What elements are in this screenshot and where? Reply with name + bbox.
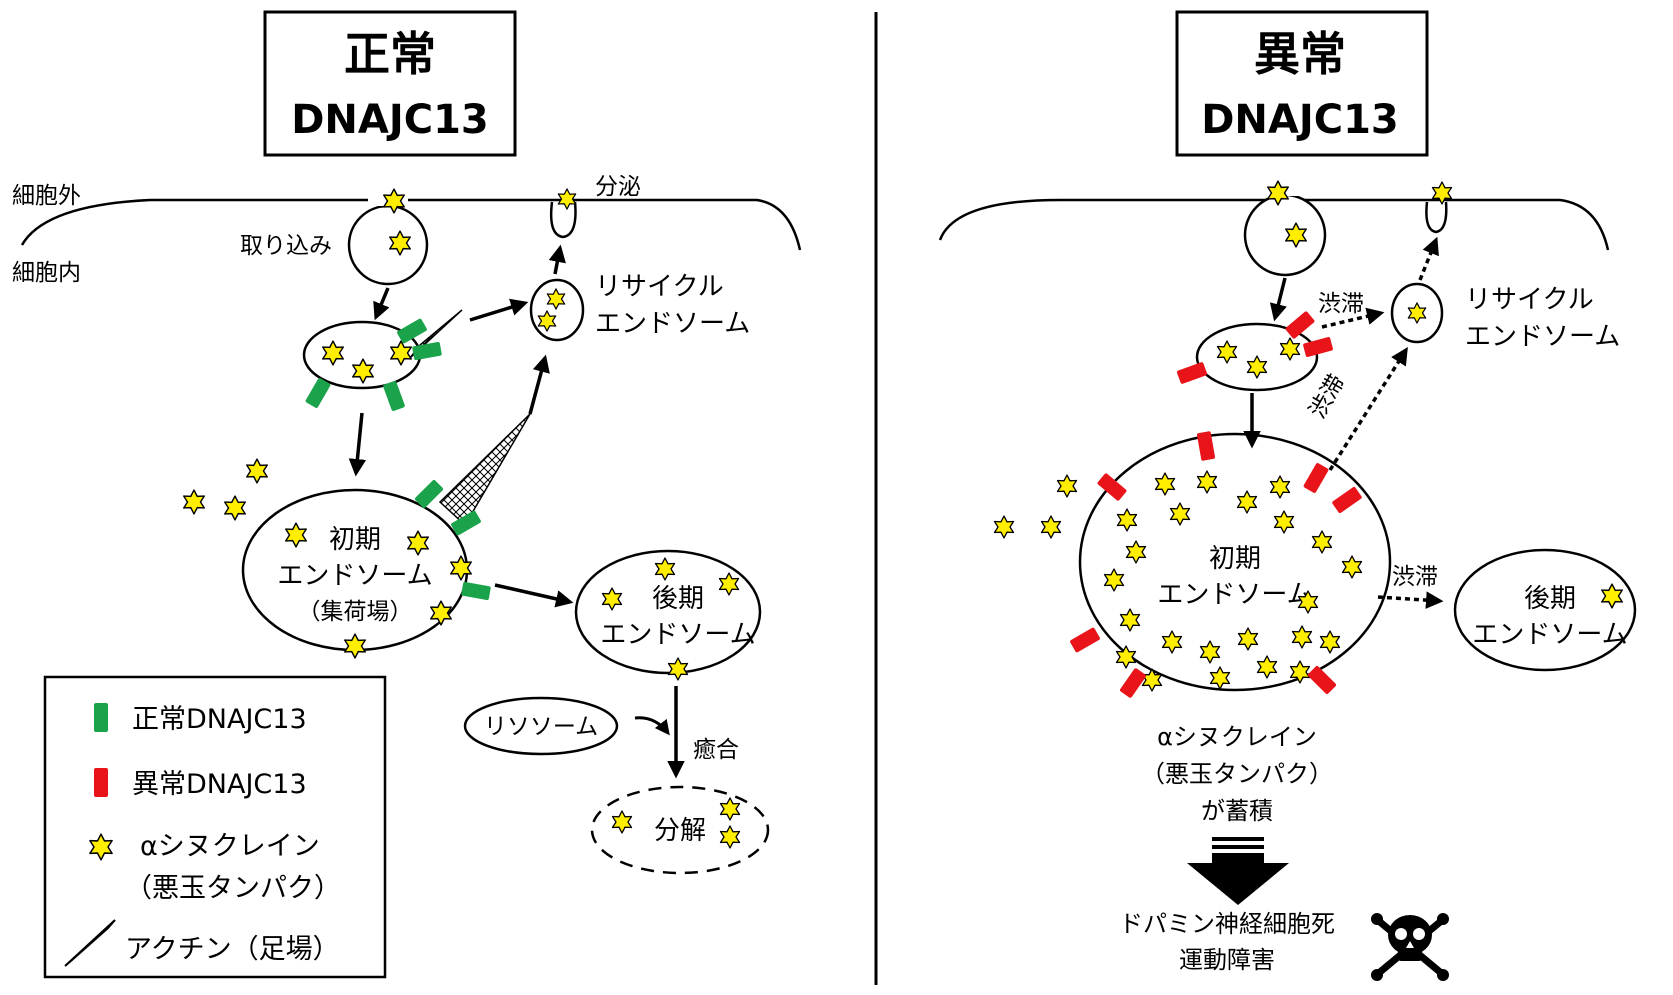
outcome-label-line2: 運動障害 xyxy=(1179,946,1275,974)
left-late-label-line2: エンドソーム xyxy=(600,620,755,650)
down-arrow-icon xyxy=(1187,837,1289,905)
arrow-early-to-late xyxy=(494,583,574,608)
arrow-lysosome-fusion xyxy=(634,716,670,736)
arrow-actin-to-recycling xyxy=(528,354,550,415)
abnormal-dnajc13-marker xyxy=(1285,311,1315,339)
left-early-label-line3: （集荷場） xyxy=(298,599,413,625)
normal-dnajc13-marker xyxy=(397,318,427,344)
right-recycling-label-line1: リサイクル xyxy=(1465,285,1594,315)
accumulation-label-line2: （悪玉タンパク） xyxy=(1141,760,1333,788)
stagnation-label-top: 渋滞 xyxy=(1318,291,1364,317)
right-recycling-label-line2: エンドソーム xyxy=(1465,322,1620,352)
left-early-label-line1: 初期 xyxy=(329,525,381,555)
abnormal-dnajc13-marker xyxy=(1070,627,1100,653)
right-late-label-line1: 後期 xyxy=(1524,584,1576,614)
abnormal-dnajc13-marker xyxy=(1196,431,1216,461)
right-cell-membrane xyxy=(938,198,1610,251)
alpha-synuclein-star-icon xyxy=(1056,474,1078,498)
legend-asyn-label-line1: αシヌクレイン xyxy=(140,831,320,862)
accumulation-label-line3: が蓄積 xyxy=(1201,797,1273,825)
normal-dnajc13-marker xyxy=(412,341,442,361)
right-early-label-line1: 初期 xyxy=(1209,544,1261,574)
legend-abnormal-swatch xyxy=(94,768,108,797)
alpha-synuclein-star-icon xyxy=(993,515,1015,539)
abnormal-dnajc13-marker xyxy=(1307,665,1337,695)
normal-dnajc13-marker xyxy=(414,479,444,509)
arrow-stagnation-recycling xyxy=(1321,307,1385,329)
actin-filament-icon xyxy=(438,413,531,527)
stagnation-label-diagonal: 渋滞 xyxy=(1305,370,1351,423)
left-recycling-endosome xyxy=(529,278,585,342)
legend-asyn-label-line2: （悪玉タンパク） xyxy=(125,873,341,904)
lysosome-label: リソソーム xyxy=(484,714,598,740)
left-extracellular-label: 細胞外 xyxy=(12,183,81,209)
abnormal-dnajc13-marker xyxy=(1303,463,1329,493)
abnormal-dnajc13-marker xyxy=(1177,362,1207,384)
left-uptake-vesicle xyxy=(347,204,429,286)
arrow-uptake-to-small xyxy=(373,287,390,321)
legend-normal-label: 正常DNAJC13 xyxy=(132,704,307,735)
left-late-endosome xyxy=(574,549,762,675)
left-intracellular-label: 細胞内 xyxy=(12,260,81,286)
right-uptake-vesicle xyxy=(1243,193,1327,277)
right-panel: 異常 DNAJC13 リサイクル エンドソーム 初期 エンドソーム xyxy=(938,10,1637,981)
right-early-label-line2: エンドソーム xyxy=(1157,580,1312,610)
legend-abnormal-label: 異常DNAJC13 xyxy=(132,769,307,800)
alpha-synuclein-star-icon xyxy=(1040,515,1062,539)
outcome-label-line1: ドパミン神経細胞死 xyxy=(1119,910,1335,938)
skull-crossbones-icon xyxy=(1371,913,1449,981)
alpha-synuclein-star-icon xyxy=(246,458,268,484)
accumulation-label-line1: αシヌクレイン xyxy=(1157,723,1317,751)
normal-dnajc13-marker xyxy=(451,510,481,536)
abnormal-dnajc13-marker xyxy=(1332,487,1362,513)
right-secretion-vesicle xyxy=(1425,201,1448,234)
arrow-small-to-early xyxy=(348,412,367,477)
arrow-recycling-to-secretion xyxy=(548,244,566,275)
alpha-synuclein-star-icon xyxy=(224,495,246,521)
right-late-endosome xyxy=(1453,548,1637,672)
abnormal-dnajc13-marker xyxy=(1303,337,1333,357)
right-title-line1: 異常 xyxy=(1254,27,1346,81)
arrow-stagnation-secretion xyxy=(1418,236,1439,281)
left-uptake-label: 取り込み xyxy=(240,233,332,259)
abnormal-dnajc13-marker xyxy=(1120,668,1146,698)
left-title-line1: 正常 xyxy=(344,27,436,81)
fusion-label: 癒合 xyxy=(693,737,739,763)
left-title-line2: DNAJC13 xyxy=(291,97,489,143)
actin-filament-icon xyxy=(64,919,116,967)
left-title-box xyxy=(263,10,517,157)
left-secretion-vesicle xyxy=(549,201,577,239)
left-secretion-label: 分泌 xyxy=(595,174,641,200)
lysosome xyxy=(463,696,619,756)
right-late-label-line2: エンドソーム xyxy=(1472,620,1627,650)
alpha-synuclein-star-icon xyxy=(183,489,205,515)
left-recycling-label-line2: エンドソーム xyxy=(595,309,750,339)
right-early-endosome xyxy=(1078,432,1392,692)
normal-dnajc13-marker xyxy=(305,378,331,408)
left-recycling-label-line1: リサイクル xyxy=(595,272,724,302)
right-title-box xyxy=(1175,10,1429,157)
stagnation-label-right: 渋滞 xyxy=(1392,564,1438,590)
right-title-line2: DNAJC13 xyxy=(1201,97,1399,143)
normal-dnajc13-marker xyxy=(461,581,491,601)
arrow-stagnation-early-to-recycling xyxy=(1328,347,1408,471)
legend-normal-swatch xyxy=(94,703,108,732)
arrow-stagnation-late xyxy=(1377,591,1444,609)
left-cell-membrane xyxy=(20,198,802,251)
arrow-uptake-to-small xyxy=(1269,277,1287,322)
arrow-small-to-recycling xyxy=(469,298,529,322)
normal-dnajc13-marker xyxy=(383,381,405,411)
left-early-label-line2: エンドソーム xyxy=(277,561,432,591)
degradation-label: 分解 xyxy=(654,816,706,846)
left-panel: 正常 DNAJC13 細胞外 細胞内 取り込み 分泌 リサイクル エンドソーム xyxy=(12,10,802,979)
left-late-label-line1: 後期 xyxy=(652,584,704,614)
abnormal-dnajc13-marker xyxy=(1097,473,1127,501)
legend-actin-label: アクチン（足場） xyxy=(125,934,340,965)
